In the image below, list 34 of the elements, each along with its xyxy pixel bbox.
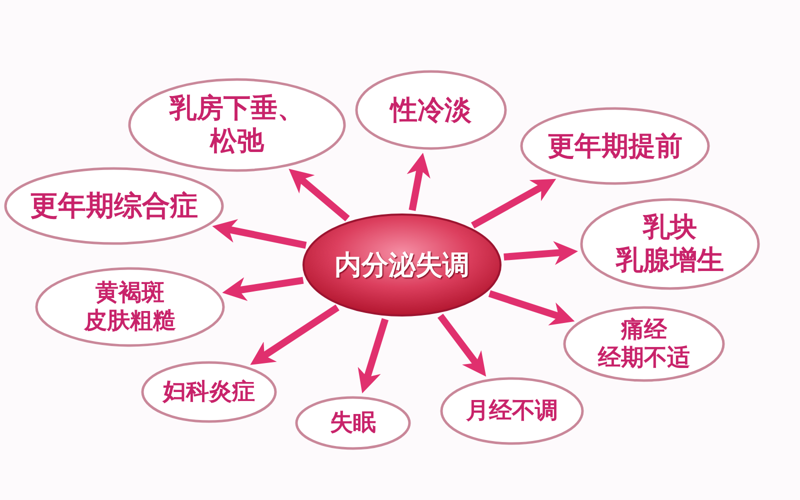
arrow xyxy=(248,304,340,368)
symptom-label: 妇科炎症 xyxy=(163,378,255,406)
symptom-label: 更年期提前 xyxy=(548,130,682,162)
symptom-label: 乳腺增生 xyxy=(616,244,724,277)
symptom-ellipse xyxy=(580,198,760,290)
arrow xyxy=(406,152,430,211)
symptom-label: 失眠 xyxy=(330,409,376,437)
symptom-label: 痛经 xyxy=(621,316,667,344)
arrow xyxy=(222,276,304,301)
symptom-ellipse xyxy=(440,377,584,445)
arrow xyxy=(358,318,389,394)
symptom-ellipse xyxy=(355,70,507,150)
symptom-ellipse xyxy=(141,361,277,423)
symptom-label: 皮肤粗糙 xyxy=(84,307,176,335)
symptom-ellipse xyxy=(4,167,224,245)
symptom-label: 黄褐斑 xyxy=(96,279,164,307)
symptom-ellipse xyxy=(520,107,710,185)
symptom-label: 乳块 xyxy=(643,211,697,244)
symptom-label: 性冷淡 xyxy=(390,94,472,126)
arrow xyxy=(504,241,578,266)
center-ellipse xyxy=(302,213,502,317)
symptom-ellipse xyxy=(295,396,411,450)
symptom-ellipse xyxy=(35,267,225,347)
arrow xyxy=(212,219,307,249)
symptom-label: 更年期综合症 xyxy=(30,189,198,223)
symptom-label: 经期不适 xyxy=(598,344,690,372)
symptom-ellipse xyxy=(563,306,725,382)
symptom-label: 月经不调 xyxy=(466,397,558,425)
arrow xyxy=(286,166,350,222)
arrow xyxy=(438,314,489,379)
symptom-label: 乳房下垂、松弛 xyxy=(168,92,306,158)
center-label: 内分泌失调 xyxy=(334,248,470,282)
arrow xyxy=(488,290,576,326)
symptom-ellipse xyxy=(128,78,346,172)
